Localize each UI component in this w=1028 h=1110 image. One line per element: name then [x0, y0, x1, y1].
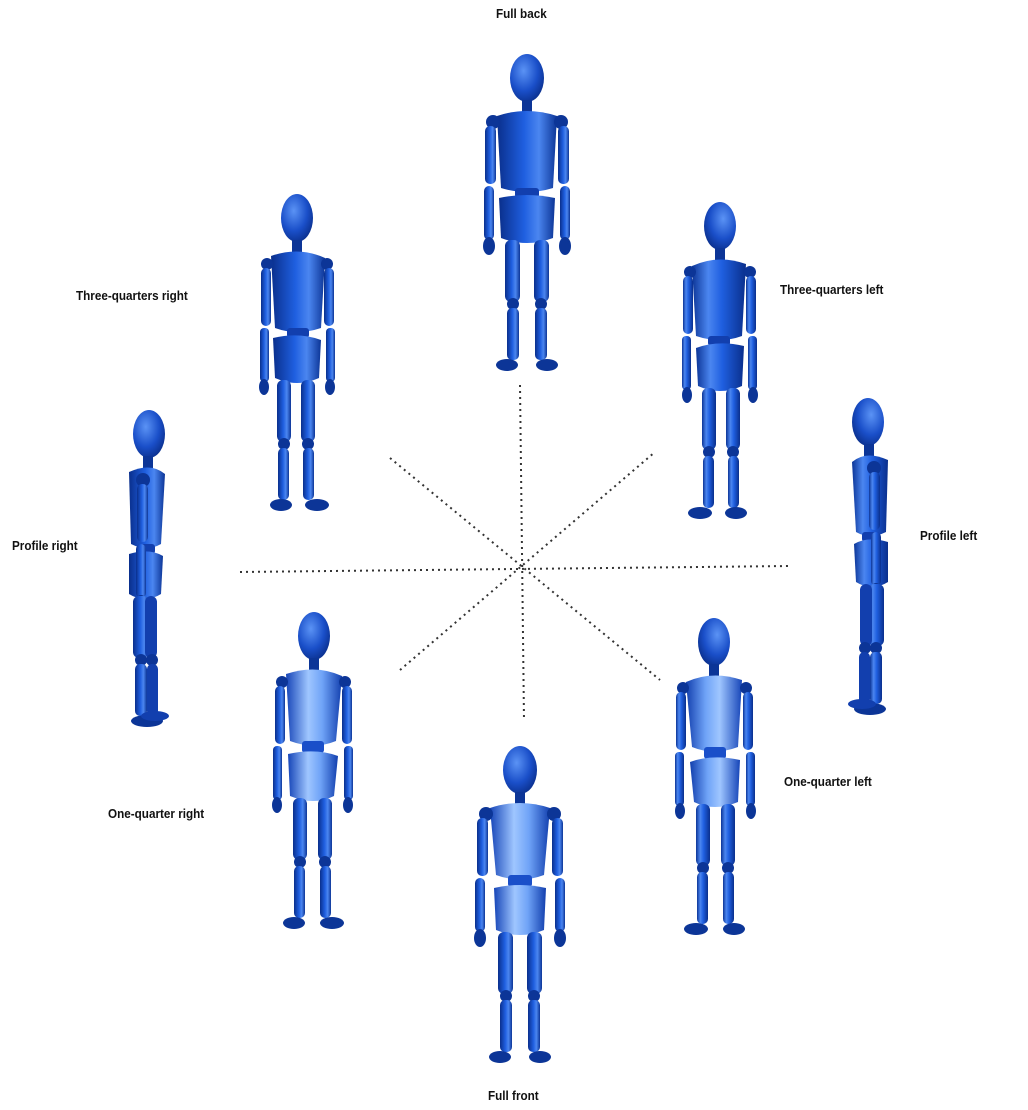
mannequin-three-quarters-left: [682, 202, 758, 519]
mannequin-three-quarters-right: [259, 194, 335, 511]
label-profile-right: Profile right: [12, 538, 78, 553]
mannequin-profile-left: [848, 398, 888, 715]
label-three-quarters-left: Three-quarters left: [780, 282, 883, 297]
label-full-back: Full back: [496, 6, 547, 21]
label-one-quarter-left: One-quarter left: [784, 774, 872, 789]
mannequin-profile-right: [129, 410, 169, 727]
mannequin-one-quarter-right: [272, 612, 353, 929]
mannequin-full-front: [474, 746, 566, 1063]
label-full-front: Full front: [488, 1088, 539, 1103]
label-profile-left: Profile left: [920, 528, 977, 543]
label-one-quarter-right: One-quarter right: [108, 806, 204, 821]
mannequin-full-back: [483, 54, 571, 371]
label-three-quarters-right: Three-quarters right: [76, 288, 188, 303]
mannequin-one-quarter-left: [675, 618, 756, 935]
